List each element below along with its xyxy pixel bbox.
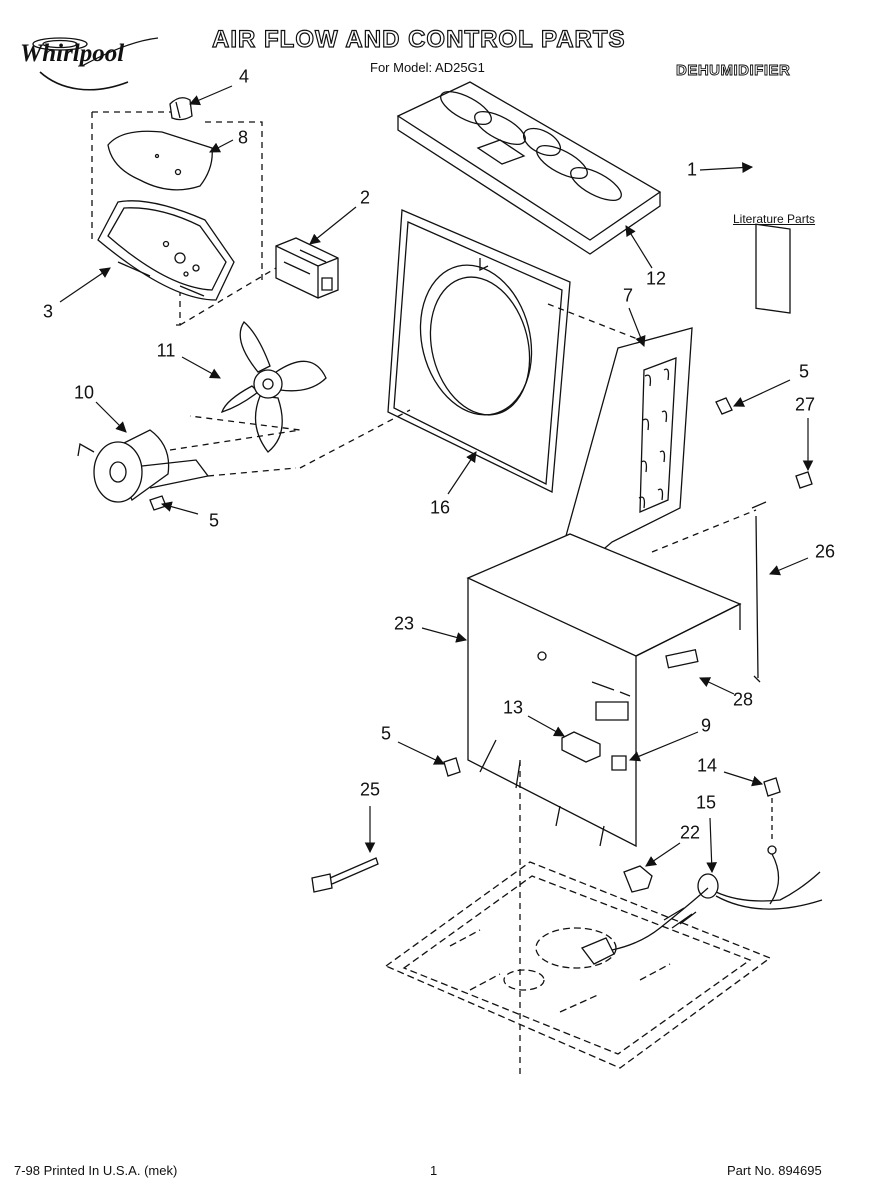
- part-9-clip: [612, 756, 626, 770]
- callout-part-22: 22: [679, 822, 701, 843]
- part-1-literature: [756, 224, 790, 313]
- callout-part-26: 26: [814, 541, 836, 562]
- callout-part-13: 13: [502, 697, 524, 718]
- base-pan: [386, 862, 770, 1068]
- footer-print-info: 7-98 Printed In U.S.A. (mek): [14, 1163, 178, 1178]
- callout-part-27: 27: [794, 394, 816, 415]
- callout-part-28: 28: [732, 689, 754, 710]
- part-23-cabinet: [468, 534, 740, 846]
- product-category: DEHUMIDIFIER: [676, 62, 791, 80]
- callout-part-5-right: 5: [798, 361, 810, 382]
- part-15-power-cord: [582, 854, 822, 964]
- part-2-switch: [276, 238, 338, 298]
- callout-part-11: 11: [156, 340, 176, 361]
- callout-part-3: 3: [42, 301, 54, 322]
- part-5-screw-lower: [444, 758, 460, 776]
- brand-logo: Whirlpool: [20, 40, 125, 67]
- callout-part-15: 15: [695, 792, 717, 813]
- literature-parts-label: Literature Parts: [733, 212, 816, 226]
- part-10-motor: [78, 430, 208, 502]
- model-number: For Model: AD25G1: [370, 60, 485, 75]
- callout-part-12: 12: [645, 268, 667, 289]
- part-27-screw: [796, 472, 812, 488]
- part-26-rod: [752, 502, 766, 682]
- callout-part-10: 10: [73, 382, 95, 403]
- callout-part-16: 16: [429, 497, 451, 518]
- callout-part-8: 8: [237, 127, 249, 148]
- part-11-fan-blade: [222, 322, 326, 452]
- part-5-screw-motor: [150, 496, 166, 510]
- footer-page-number: 1: [430, 1163, 438, 1178]
- part-14-screw: [764, 778, 780, 796]
- part-12-top-grille: [398, 82, 660, 254]
- part-22-clamp: [624, 866, 652, 892]
- callout-part-23: 23: [393, 613, 415, 634]
- part-28-bracket: [666, 650, 698, 668]
- part-13-relay: [562, 732, 600, 762]
- part-4-knob: [170, 98, 192, 120]
- callout-part-7: 7: [622, 285, 634, 306]
- part-8-overlay: [108, 131, 212, 190]
- page-title: AIR FLOW AND CONTROL PARTS: [211, 25, 626, 53]
- part-3-control-panel: [98, 201, 234, 300]
- callout-part-1: 1: [686, 159, 698, 180]
- callout-part-2: 2: [359, 187, 371, 208]
- part-16-shroud: [388, 210, 570, 492]
- part-5-screw-right: [716, 398, 732, 414]
- callout-part-5-motor: 5: [208, 510, 220, 531]
- callout-part-4: 4: [238, 66, 250, 87]
- part-25-tie: [312, 858, 378, 892]
- callout-part-9: 9: [700, 715, 712, 736]
- whirlpool-logo-swirl-icon: [33, 38, 158, 90]
- callout-part-14: 14: [696, 755, 718, 776]
- part-7-evaporator: [556, 328, 692, 586]
- footer-part-number: Part No. 894695: [727, 1163, 822, 1178]
- callout-part-25: 25: [359, 779, 381, 800]
- callout-part-5-lower: 5: [380, 723, 392, 744]
